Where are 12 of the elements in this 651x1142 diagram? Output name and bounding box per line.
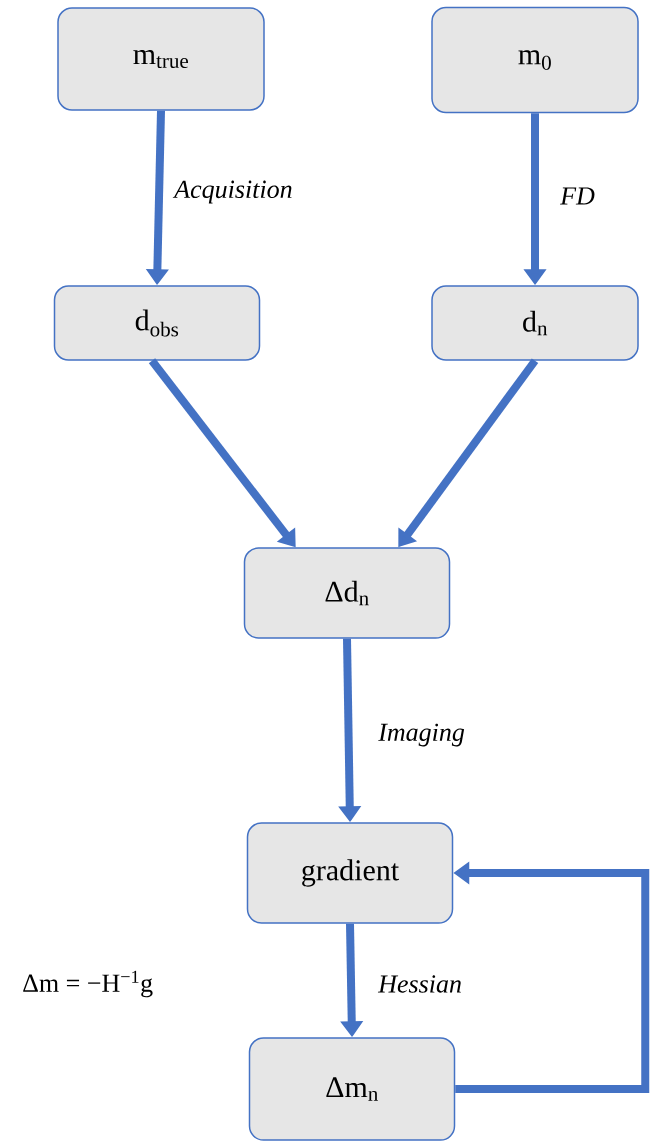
edge-label: Imaging: [378, 723, 465, 747]
formula-label: Δm = −H$^{−1}$g: [23, 970, 153, 998]
process-box: d$_{obs}$: [53, 285, 261, 361]
edge-label: Acquisition: [172, 180, 292, 204]
edge-label: Hessian: [377, 975, 461, 993]
process-box: gradient: [246, 822, 454, 924]
edge-label: FD: [560, 187, 595, 205]
process-box: d$_{n}$: [431, 285, 639, 361]
process-box: Δd$_{n}$: [243, 547, 451, 639]
process-box: m$_{0}$: [431, 6, 639, 114]
process-box: Δm$_{n}$: [248, 1037, 456, 1141]
process-box: m$_{true}$: [57, 7, 265, 111]
